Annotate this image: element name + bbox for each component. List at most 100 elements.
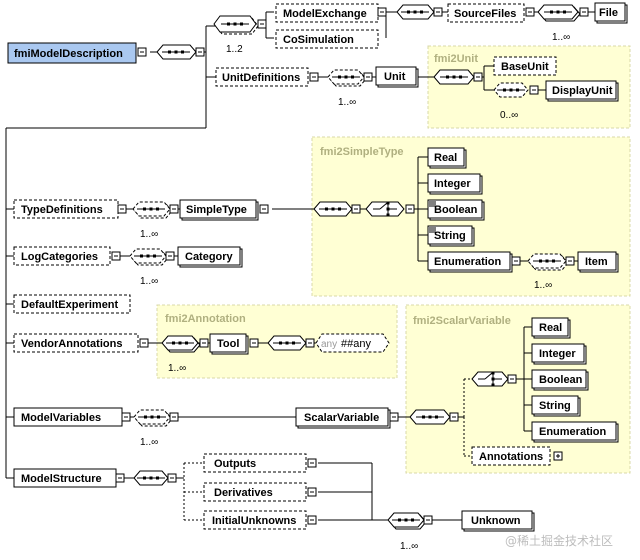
collapse-icon[interactable] — [351, 204, 361, 214]
simple-type-string-element[interactable]: String — [427, 225, 475, 247]
collapse-icon[interactable] — [507, 374, 517, 384]
unknown-label: Unknown — [471, 515, 521, 527]
fmi2simpletype-group-title: fmi2SimpleType — [320, 146, 404, 158]
source-files-sequence: 1..∞ — [537, 4, 589, 43]
collapse-icon[interactable] — [529, 85, 539, 95]
unit-element[interactable]: Unit — [375, 66, 419, 88]
root-element[interactable]: fmiModelDescription — [7, 42, 147, 64]
collapse-icon[interactable] — [511, 256, 521, 266]
default-experiment-element[interactable]: DefaultExperiment — [13, 294, 131, 314]
collapse-icon[interactable] — [307, 487, 317, 497]
expand-icon[interactable] — [553, 451, 563, 461]
scalar-variable-string-element[interactable]: String — [531, 395, 581, 417]
type-definitions-element[interactable]: TypeDefinitions — [13, 199, 127, 219]
scalar-variable-enumeration-element[interactable]: Enumeration — [531, 421, 619, 443]
collapse-icon[interactable] — [433, 7, 443, 17]
fmi2unit-sequence — [433, 69, 483, 85]
vendor-annotations-element[interactable]: VendorAnnotations — [13, 333, 149, 353]
initial-unknowns-element[interactable]: InitialUnknowns — [203, 510, 317, 530]
collapse-icon[interactable] — [199, 338, 209, 348]
collapse-icon[interactable] — [307, 515, 317, 525]
collapse-icon[interactable] — [167, 473, 177, 483]
unknown-element[interactable]: Unknown — [461, 510, 535, 532]
collapse-icon[interactable] — [137, 47, 147, 57]
collapse-icon[interactable] — [257, 19, 267, 29]
collapse-icon[interactable] — [423, 515, 433, 525]
derivatives-label: Derivatives — [214, 487, 273, 499]
model-variables-element[interactable]: ModelVariables — [13, 407, 131, 427]
annotations-element[interactable]: Annotations — [471, 446, 563, 466]
scalar-variable-boolean-label: Boolean — [539, 374, 583, 386]
collapse-icon[interactable] — [565, 256, 575, 266]
collapse-icon[interactable] — [389, 412, 399, 422]
base-unit-element[interactable]: BaseUnit — [493, 56, 557, 76]
simple-type-boolean-element[interactable]: Boolean — [427, 199, 485, 221]
top-choice-compositor: 1..2 — [213, 15, 267, 55]
enumeration-sequence: 1..∞ — [527, 253, 575, 291]
model-variables-label: ModelVariables — [21, 412, 101, 424]
collapse-icon[interactable] — [449, 412, 459, 422]
collapse-icon[interactable] — [249, 338, 259, 348]
simple-type-real-element[interactable]: Real — [427, 147, 467, 169]
collapse-icon[interactable] — [307, 458, 317, 468]
fmi2annotation-group-title: fmi2Annotation — [165, 313, 246, 325]
collapse-icon[interactable] — [405, 204, 415, 214]
log-categories-occurrence: 1..∞ — [140, 276, 158, 287]
scalar-variable-real-element[interactable]: Real — [531, 317, 571, 339]
fmi2annotation-occurrence: 1..∞ — [168, 363, 186, 374]
collapse-icon[interactable] — [121, 412, 131, 422]
display-unit-label: DisplayUnit — [552, 85, 613, 97]
collapse-icon[interactable] — [169, 204, 179, 214]
optional-connector-lines — [183, 378, 472, 521]
category-element[interactable]: Category — [177, 246, 243, 268]
type-definitions-label: TypeDefinitions — [21, 204, 103, 216]
collapse-icon[interactable] — [579, 7, 589, 17]
scalar-variable-integer-element[interactable]: Integer — [531, 343, 587, 365]
collapse-icon[interactable] — [169, 412, 179, 422]
collapse-icon[interactable] — [115, 473, 125, 483]
default-experiment-label: DefaultExperiment — [21, 299, 119, 311]
collapse-icon[interactable] — [165, 251, 175, 261]
collapse-icon[interactable] — [525, 7, 535, 17]
derivatives-element[interactable]: Derivatives — [203, 482, 317, 502]
collapse-icon[interactable] — [305, 338, 315, 348]
collapse-icon[interactable] — [195, 47, 205, 57]
collapse-icon[interactable] — [473, 72, 483, 82]
collapse-icon[interactable] — [309, 72, 319, 82]
collapse-icon[interactable] — [259, 204, 269, 214]
any-wildcard-element[interactable]: any ##any — [315, 333, 390, 353]
co-simulation-element[interactable]: CoSimulation — [275, 29, 379, 49]
simple-type-element[interactable]: SimpleType — [179, 199, 269, 221]
any-prefix: any — [321, 339, 337, 350]
model-structure-element[interactable]: ModelStructure — [13, 468, 125, 488]
collapse-icon[interactable] — [377, 7, 387, 17]
simple-type-enumeration-element[interactable]: Enumeration — [427, 251, 521, 273]
model-exchange-element[interactable]: ModelExchange — [275, 3, 387, 23]
fmi2annotation-sequence: 1..∞ — [161, 335, 209, 374]
watermark-text: @稀土掘金技术社区 — [505, 533, 613, 548]
log-categories-element[interactable]: LogCategories — [13, 246, 121, 266]
base-unit-label: BaseUnit — [501, 61, 549, 73]
any-namespace: ##any — [341, 338, 371, 350]
scalar-variable-element[interactable]: ScalarVariable — [295, 407, 399, 429]
log-categories-label: LogCategories — [21, 251, 98, 263]
collapse-icon[interactable] — [111, 251, 121, 261]
unit-definitions-element[interactable]: UnitDefinitions — [215, 67, 319, 87]
simple-type-enumeration-label: Enumeration — [434, 256, 502, 268]
simple-type-integer-element[interactable]: Integer — [427, 173, 483, 195]
connector-lines — [5, 11, 595, 521]
collapse-icon[interactable] — [363, 72, 373, 82]
collapse-icon[interactable] — [117, 204, 127, 214]
display-unit-element[interactable]: DisplayUnit — [545, 80, 619, 102]
file-element[interactable]: File — [594, 2, 628, 24]
simple-type-label: SimpleType — [186, 204, 247, 216]
source-files-occurrence: 1..∞ — [552, 32, 570, 43]
scalar-variable-integer-label: Integer — [539, 348, 576, 360]
outputs-element[interactable]: Outputs — [203, 453, 317, 473]
scalar-variable-boolean-element[interactable]: Boolean — [531, 369, 589, 391]
collapse-icon[interactable] — [139, 338, 149, 348]
tool-element[interactable]: Tool — [209, 333, 259, 355]
item-element[interactable]: Item — [577, 251, 619, 273]
source-files-element[interactable]: SourceFiles — [447, 3, 535, 23]
co-simulation-label: CoSimulation — [283, 34, 354, 46]
